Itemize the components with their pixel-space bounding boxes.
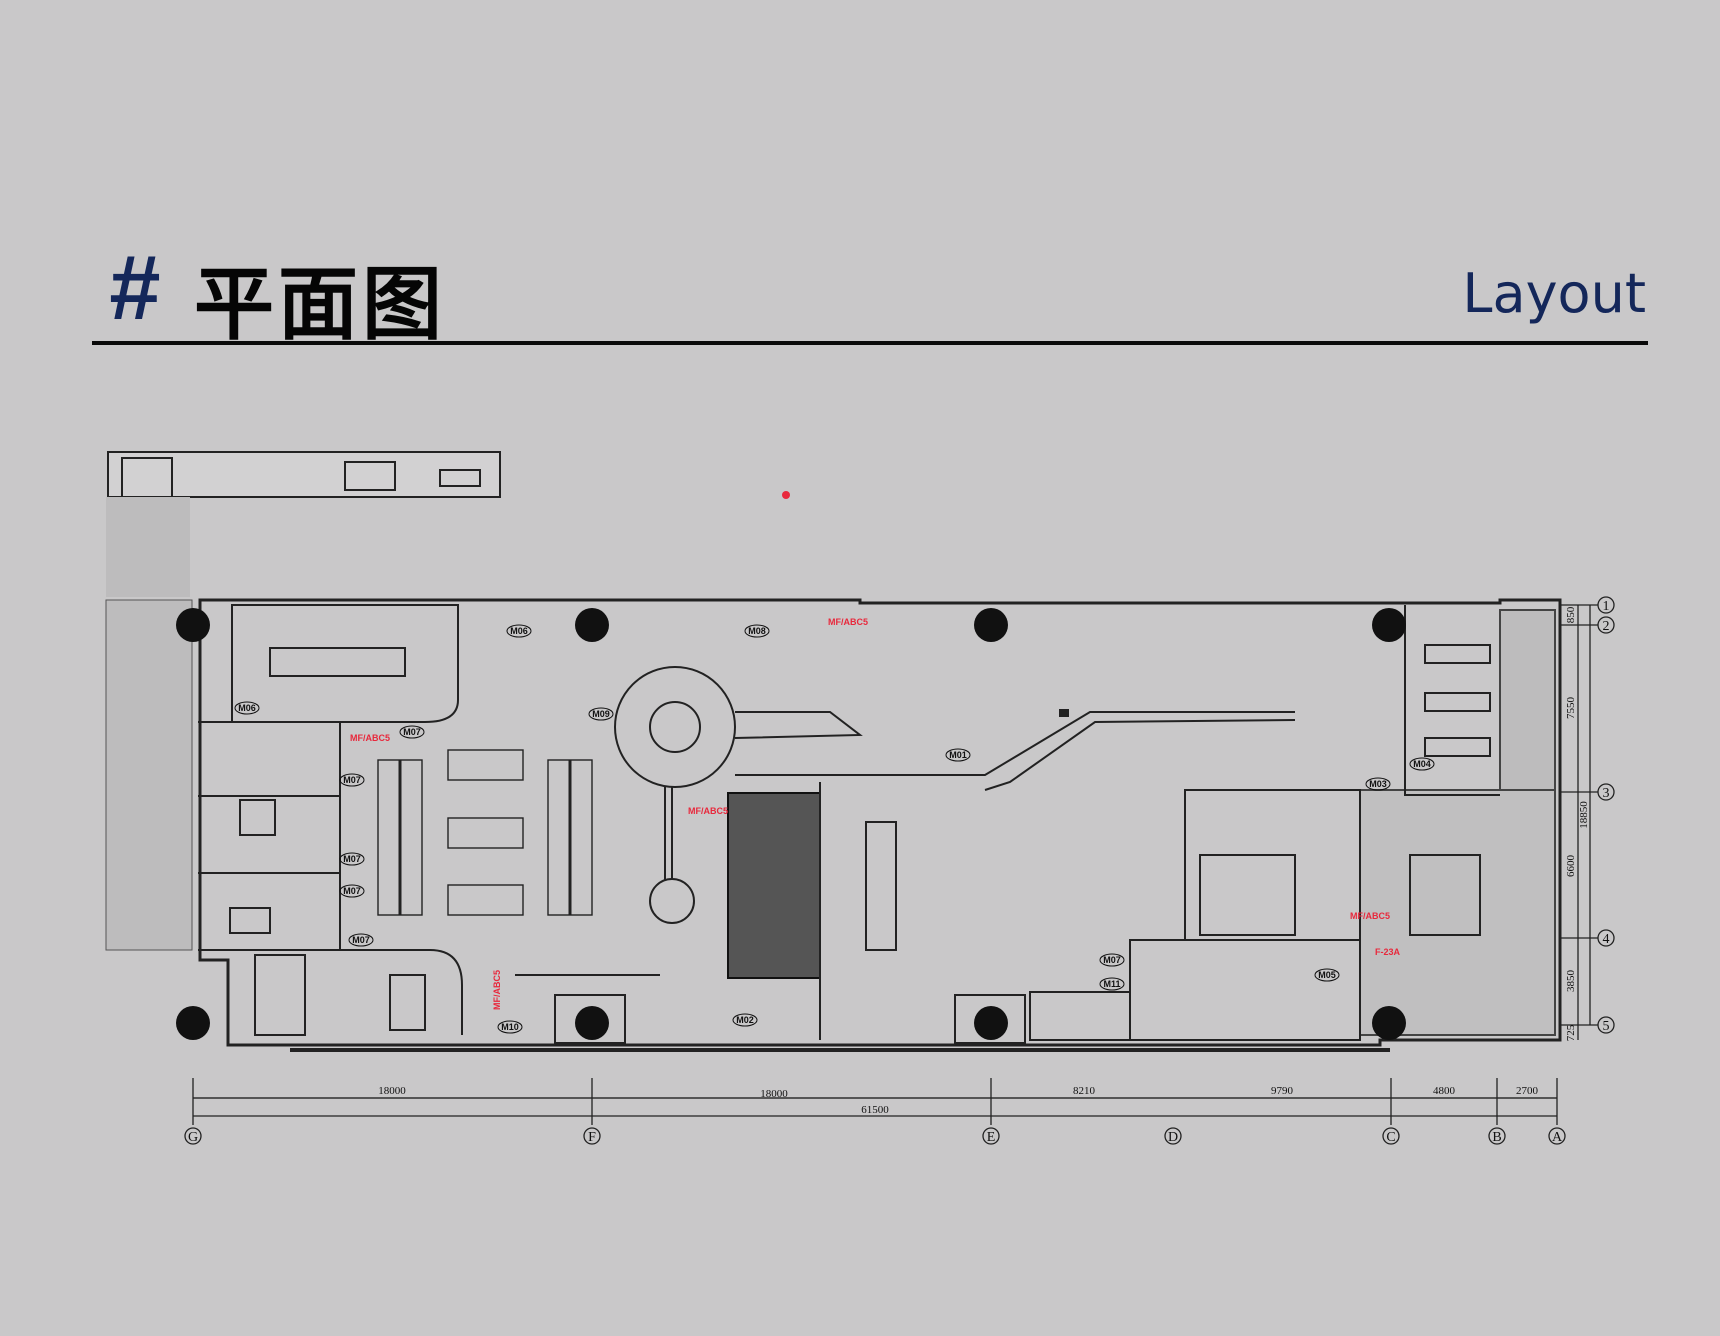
dimension-label: 725 (1565, 1024, 1577, 1041)
room-tag: M10 (501, 1022, 519, 1032)
axis-label: E (987, 1130, 996, 1145)
vertical-dimensions (1560, 596, 1615, 1040)
door-label: F-23A (1375, 947, 1401, 957)
fire-label: MF/ABC5 (688, 806, 728, 816)
stair-core (1129, 605, 1500, 1041)
offices (198, 721, 426, 1036)
room-tags: M06 M08 M09 M01 M06 M07 M07 M07 M07 M07 … (234, 624, 1435, 1034)
dimension-total: 18850 (1578, 801, 1590, 829)
room-tag: M03 (1369, 779, 1387, 789)
axis-label: 5 (1603, 1019, 1610, 1034)
fire-label: MF/ABC5 (492, 970, 502, 1010)
fire-label: MF/ABC5 (350, 733, 390, 743)
horizontal-dimensions (184, 1078, 1566, 1145)
room-tag: M06 (238, 703, 256, 713)
room-tag: M07 (352, 935, 370, 945)
dimension-label: 18000 (760, 1088, 788, 1100)
dimension-label: 8210 (1073, 1085, 1096, 1097)
dimension-label: 850 (1565, 606, 1577, 623)
dimension-total: 61500 (861, 1104, 889, 1116)
room-tag: M07 (343, 854, 361, 864)
axis-label: A (1552, 1130, 1563, 1145)
axis-label: 1 (1603, 599, 1610, 614)
dimension-label: 6600 (1565, 855, 1577, 878)
room-tag: M08 (748, 626, 766, 636)
page-subtitle: Layout (1462, 262, 1646, 325)
round-lounge (614, 666, 736, 924)
room-tag: M06 (510, 626, 528, 636)
meeting-room (231, 604, 459, 723)
room-tag: M07 (343, 886, 361, 896)
fire-label: MF/ABC5 (1350, 911, 1390, 921)
room-tag: M05 (1318, 970, 1336, 980)
room-tag: M07 (403, 727, 421, 737)
service-annex (106, 451, 501, 597)
title-divider (92, 341, 1648, 345)
room-tag: M07 (1103, 955, 1121, 965)
dimension-label: 4800 (1433, 1085, 1456, 1097)
axis-label: 3 (1603, 786, 1610, 801)
axis-label: G (188, 1130, 198, 1145)
hash-mark: # (108, 237, 160, 339)
dimension-label: 2700 (1516, 1085, 1539, 1097)
dimension-label: 7550 (1565, 697, 1577, 720)
manager-office (340, 949, 463, 1035)
fire-label: MF/ABC5 (828, 617, 868, 627)
restroom-block (105, 599, 193, 951)
dimension-label: 18000 (378, 1085, 406, 1097)
structural-columns (176, 608, 1406, 1040)
workstations (377, 749, 593, 916)
room-tag: M09 (592, 709, 610, 719)
axis-label: C (1386, 1130, 1395, 1145)
mesh-screen (727, 792, 821, 979)
room-tag: M11 (1103, 979, 1120, 989)
dimension-label: 9790 (1271, 1085, 1294, 1097)
axis-label: B (1492, 1130, 1501, 1145)
axis-label: 2 (1603, 619, 1610, 634)
reception-counter (734, 711, 863, 739)
room-tag: M02 (736, 1015, 754, 1025)
fire-extinguisher-labels: MF/ABC5 MF/ABC5 MF/ABC5 MF/ABC5 MF/ABC5 … (350, 617, 1401, 1010)
room-tag: M04 (1413, 759, 1431, 769)
axis-label: 4 (1603, 932, 1610, 947)
room-tag: M01 (949, 750, 967, 760)
page-title: 平面图 (194, 258, 446, 351)
room-tag: M07 (343, 775, 361, 785)
axis-label: F (588, 1130, 596, 1145)
red-marker (782, 491, 790, 499)
axis-label: D (1168, 1130, 1178, 1145)
dimension-label: 3850 (1565, 970, 1577, 993)
exterior-wall (198, 598, 1562, 1047)
